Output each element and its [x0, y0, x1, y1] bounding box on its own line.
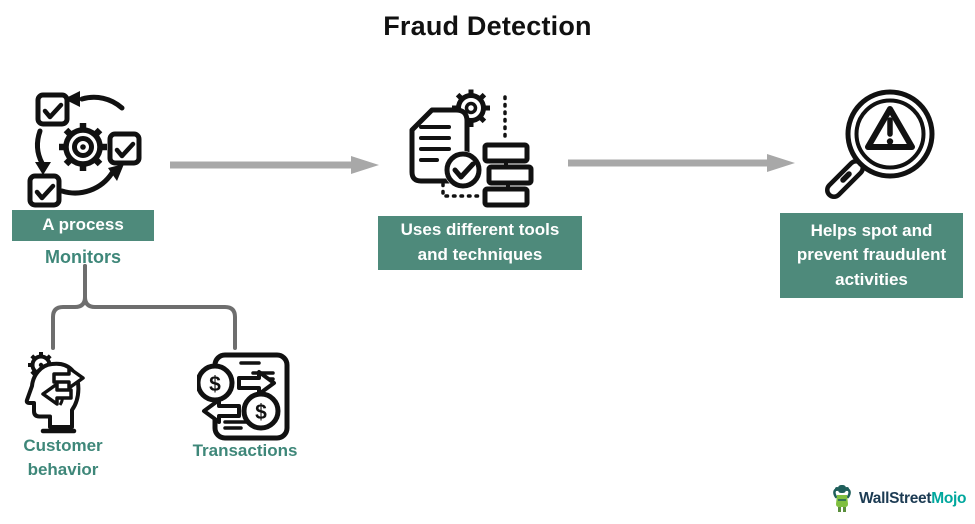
customer-behavior-head-gear-icon	[24, 352, 85, 434]
monitor-child-1-label: Customer behavior	[23, 436, 103, 479]
magnifier-warning-icon	[825, 89, 935, 199]
dollar-sign-glyph: $	[209, 373, 221, 396]
dollar-sign-glyph: $	[255, 401, 267, 424]
logo-text-accent: Mojo	[931, 490, 967, 507]
document-gear-checklist-icon	[409, 89, 534, 208]
logo-wordmark: WallStreetMojo	[859, 490, 967, 508]
monitors-label: Monitors	[45, 247, 121, 267]
process-cycle-icon	[27, 91, 142, 208]
logo-text-primary: WallStreet	[859, 490, 932, 507]
transactions-phone-dollar-icon: $ $	[197, 352, 290, 441]
page-title: Fraud Detection	[383, 11, 592, 41]
monitors-brace-connector	[51, 264, 237, 350]
step-2-label-box: Uses different tools and techniques	[378, 216, 582, 270]
monitor-child-2-label: Transactions	[192, 441, 298, 460]
flow-arrow-2-icon	[568, 154, 795, 172]
step-1-label-box: A process	[12, 210, 154, 241]
mojo-mascot-icon	[833, 485, 851, 512]
step-3-label-box: Helps spot and prevent fraudulent activi…	[780, 213, 963, 298]
wallstreetmojo-logo: WallStreetMojo	[830, 484, 967, 514]
flow-arrow-1-icon	[170, 156, 379, 174]
